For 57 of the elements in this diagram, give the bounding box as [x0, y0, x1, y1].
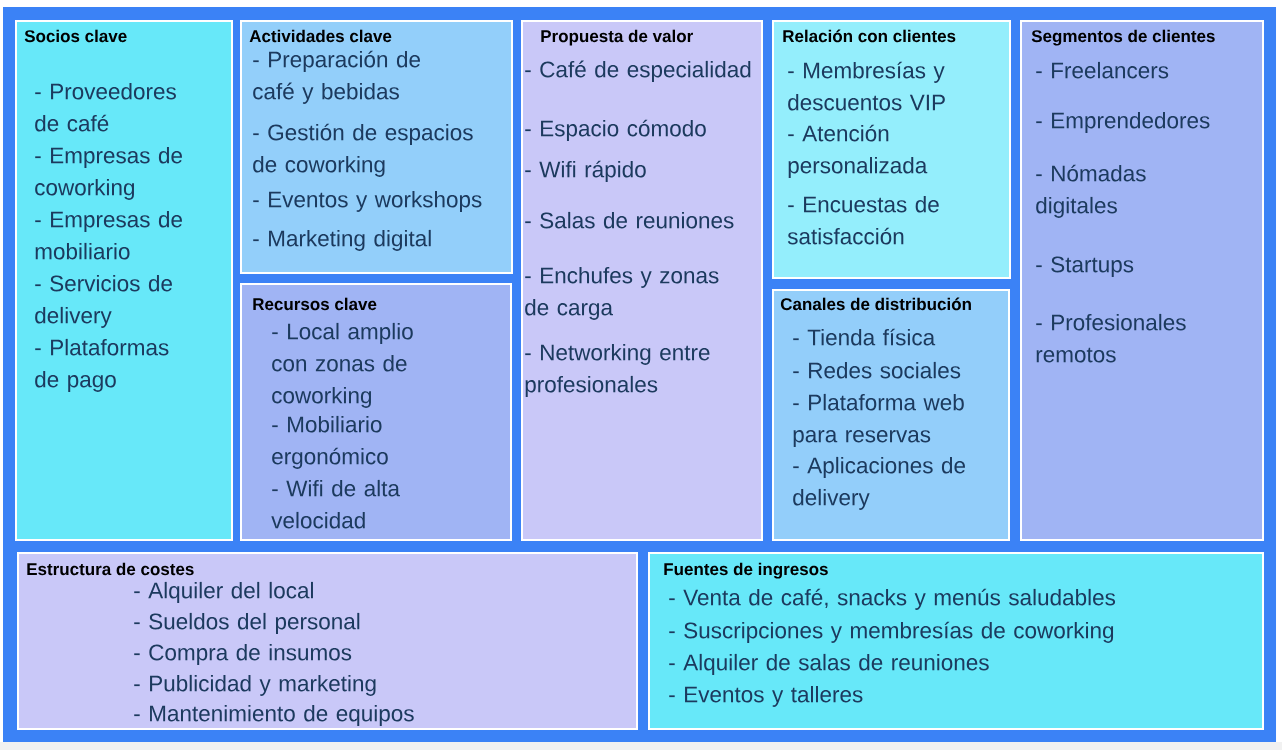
list-item: - Enchufes y zonas de carga	[525, 266, 719, 320]
list-item: - Eventos y talleres	[669, 685, 863, 707]
list-item: - Servicios de delivery	[35, 274, 172, 328]
block-heading: Relación con clientes	[783, 29, 956, 43]
canvas-block	[15, 20, 233, 541]
canvas-block	[240, 283, 512, 541]
list-item: - Mobiliario ergonómico	[272, 415, 388, 469]
list-item: - Mantenimiento de equipos	[134, 704, 414, 726]
canvas-block	[521, 20, 763, 541]
block-heading: Fuentes de ingresos	[664, 562, 828, 579]
list-item: - Encuestas de satisfacción	[787, 195, 939, 245]
list-item: - Empresas de mobiliario	[35, 210, 182, 260]
block-heading: Recursos clave	[253, 297, 377, 311]
list-item: - Alquiler de salas de reuniones	[669, 653, 989, 675]
list-item: - Marketing digital	[253, 229, 431, 251]
list-item: - Freelancers	[1036, 61, 1169, 79]
list-item: - Plataformas de pago	[35, 338, 169, 392]
list-item: - Compra de insumos	[134, 643, 352, 665]
list-item: - Eventos y workshops	[253, 190, 482, 212]
list-item: - Tienda física	[793, 328, 936, 346]
canvas-block	[240, 20, 513, 274]
list-item: - Wifi de alta velocidad	[271, 479, 400, 529]
list-item: - Redes sociales	[793, 361, 961, 379]
list-item: - Sueldos del personal	[134, 612, 360, 634]
list-item: - Networking entre profesionales	[525, 343, 710, 397]
list-item: - Local amplio con zonas de coworking	[272, 322, 413, 408]
block-heading: Estructura de costes	[27, 562, 194, 576]
list-item: - Salas de reuniones	[525, 211, 734, 229]
list-item: - Wifi rápido	[525, 160, 646, 182]
block-heading: Actividades clave	[249, 29, 392, 43]
list-item: - Preparación de café y bebidas	[253, 50, 420, 104]
list-item: - Nómadas digitales	[1036, 164, 1146, 218]
list-item: - Emprendedores	[1036, 111, 1210, 133]
list-item: - Profesionales remotos	[1036, 313, 1186, 363]
canvas-block	[1020, 20, 1264, 541]
block-heading: Canales de distribución	[780, 297, 971, 311]
block-heading: Propuesta de valor	[541, 29, 693, 46]
canvas-block	[648, 552, 1264, 730]
list-item: - Plataforma web para reservas	[793, 393, 964, 447]
list-item: - Startups	[1036, 256, 1134, 277]
list-item: - Gestión de espacios de coworking	[253, 123, 473, 177]
canvas-block	[17, 552, 638, 730]
block-heading: Segmentos de clientes	[1031, 29, 1215, 46]
list-item: - Empresas de coworking	[35, 146, 182, 200]
canvas-block	[772, 20, 1011, 279]
list-item: - Publicidad y marketing	[134, 674, 376, 696]
canvas-block	[772, 289, 1010, 541]
list-item: - Café de especialidad	[525, 60, 751, 82]
list-item: - Venta de café, snacks y menús saludables	[669, 588, 1116, 610]
list-item: - Membresías y descuentos VIP	[788, 61, 945, 111]
list-item: - Espacio cómodo	[525, 119, 706, 141]
list-item: - Atención personalizada	[788, 124, 928, 178]
list-item: - Alquiler del local	[134, 581, 313, 603]
list-item: - Aplicaciones de delivery	[793, 456, 965, 510]
list-item: - Suscripciones y membresías de coworking	[669, 621, 1114, 643]
block-heading: Socios clave	[24, 29, 127, 43]
list-item: - Proveedores de café	[35, 82, 176, 132]
